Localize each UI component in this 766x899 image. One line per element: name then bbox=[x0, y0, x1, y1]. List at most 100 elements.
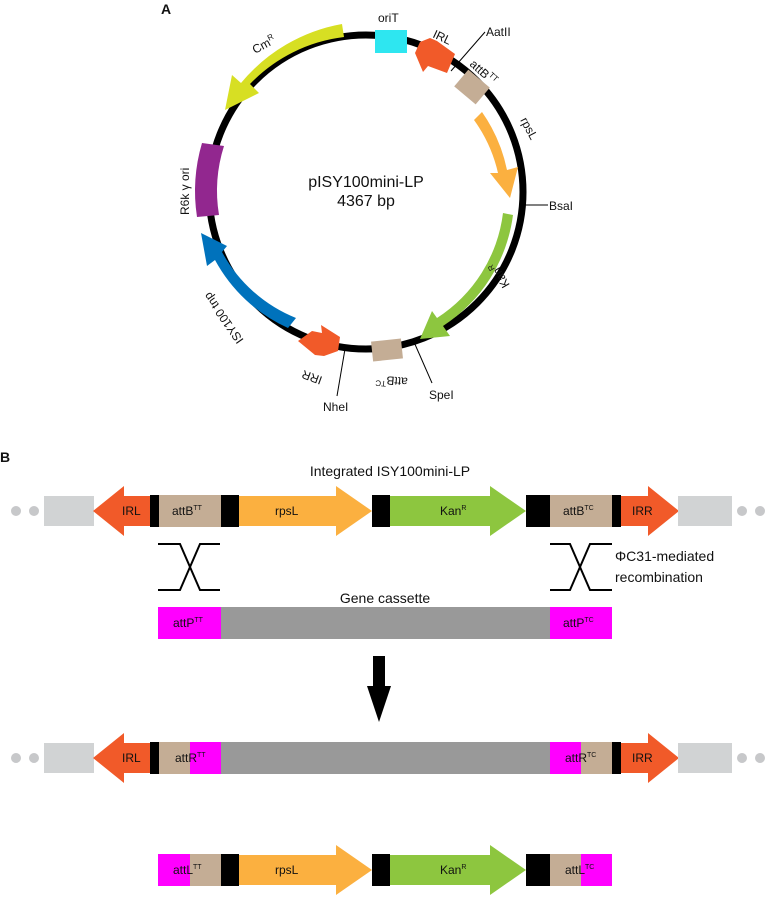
integrated-title: Integrated ISY100mini-LP bbox=[310, 463, 470, 479]
black-bar bbox=[612, 495, 621, 527]
irr-arrow bbox=[621, 733, 679, 783]
dot bbox=[755, 753, 765, 763]
attbtc-box bbox=[550, 495, 612, 527]
genome-left bbox=[44, 743, 94, 773]
black-bar bbox=[372, 854, 390, 886]
dot bbox=[737, 506, 747, 516]
dot bbox=[29, 753, 39, 763]
genome-right bbox=[678, 743, 732, 773]
kan-arrow bbox=[420, 213, 513, 339]
plasmid-name: pISY100mini-LP bbox=[308, 174, 424, 191]
black-bar bbox=[221, 495, 239, 527]
irr-text: IRR bbox=[632, 504, 653, 518]
rpsl-arrow bbox=[239, 845, 372, 895]
tnp-label: ISY100 tnp bbox=[201, 289, 247, 346]
crossover-right bbox=[550, 543, 612, 591]
irr-label-a: IRR bbox=[300, 367, 325, 387]
attrtt-tan bbox=[159, 742, 190, 774]
kan-text: KanR bbox=[440, 863, 466, 877]
attrtc-text: attRTC bbox=[565, 751, 596, 765]
cassette-bar bbox=[221, 607, 550, 639]
nhei-line bbox=[336, 348, 346, 397]
nhei-label: NheI bbox=[323, 400, 348, 414]
dot bbox=[11, 753, 21, 763]
panel-a-label: A bbox=[161, 1, 171, 17]
dot bbox=[11, 506, 21, 516]
attltc-tan bbox=[550, 854, 581, 886]
tnp-arrow bbox=[201, 233, 296, 328]
aatii-line bbox=[450, 31, 486, 72]
genome-right bbox=[678, 496, 732, 526]
irl-arrow bbox=[93, 733, 152, 783]
dot bbox=[29, 506, 39, 516]
black-bar bbox=[221, 854, 239, 886]
irr-arrow bbox=[621, 486, 679, 536]
black-bar bbox=[526, 495, 550, 527]
bsai-label: BsaI bbox=[549, 199, 573, 213]
attbtc-box bbox=[371, 338, 403, 362]
black-bar bbox=[526, 854, 550, 886]
rpsl-label-a: rpsL bbox=[517, 115, 540, 142]
recomb-line1: ΦC31-mediated bbox=[615, 548, 714, 564]
plasmid-size: 4367 bp bbox=[337, 193, 395, 210]
r6k-label: R6k γ ori bbox=[178, 168, 192, 215]
irl-text: IRL bbox=[122, 751, 141, 765]
attltc-mag bbox=[581, 854, 612, 886]
spei-label: SpeI bbox=[429, 388, 454, 402]
panel-b-label: B bbox=[0, 449, 10, 465]
attrtt-text: attRTT bbox=[175, 751, 206, 765]
attbtt-box bbox=[454, 69, 490, 105]
attptt-text: attPTT bbox=[173, 616, 204, 630]
kan-text: KanR bbox=[440, 504, 466, 518]
row-excised: attLTT rpsL KanR attLTC bbox=[158, 845, 612, 895]
plasmid-map: CmR oriT IRL attBTT rpsL KanR attBTC IRR… bbox=[178, 11, 573, 414]
aatii-label: AatII bbox=[486, 25, 511, 39]
attrtc-mag bbox=[550, 742, 581, 774]
spei-line bbox=[413, 341, 433, 384]
irl-arrow-a bbox=[415, 38, 455, 73]
irr-text: IRR bbox=[632, 751, 653, 765]
r6k-box bbox=[195, 143, 224, 217]
genome-left bbox=[44, 496, 94, 526]
dot bbox=[755, 506, 765, 516]
cassette-bar bbox=[221, 742, 550, 774]
rpsl-arrow bbox=[474, 112, 518, 198]
rpsl-text: rpsL bbox=[275, 863, 299, 877]
kan-arrow bbox=[390, 845, 526, 895]
attptt-box bbox=[158, 607, 221, 639]
down-arrow bbox=[367, 656, 391, 722]
attbtc-label-a: attBTC bbox=[375, 372, 408, 390]
attltt-text: attLTT bbox=[173, 863, 202, 877]
dot bbox=[737, 753, 747, 763]
attptc-box bbox=[550, 607, 612, 639]
rpsl-text: rpsL bbox=[275, 504, 299, 518]
cm-arrow bbox=[225, 24, 344, 110]
irl-text: IRL bbox=[122, 504, 141, 518]
attltc-text: attLTC bbox=[565, 863, 594, 877]
attbtt-box bbox=[159, 495, 221, 527]
attrtt-mag bbox=[190, 742, 221, 774]
gene-cassette-title: Gene cassette bbox=[340, 590, 430, 606]
attrtc-tan bbox=[581, 742, 612, 774]
black-bar bbox=[612, 742, 621, 774]
crossover-left bbox=[158, 543, 220, 591]
attptc-text: attPTC bbox=[563, 616, 594, 630]
rpsl-arrow bbox=[239, 486, 372, 536]
black-bar bbox=[150, 495, 159, 527]
kan-arrow bbox=[390, 486, 526, 536]
attltt-mag bbox=[158, 854, 190, 886]
attbtt-text: attBTT bbox=[172, 504, 203, 518]
recomb-line2: recombination bbox=[615, 569, 703, 585]
irl-arrow bbox=[93, 486, 152, 536]
orit-box bbox=[375, 30, 407, 53]
black-bar bbox=[150, 742, 159, 774]
attltt-tan bbox=[190, 854, 221, 886]
irr-arrow-a bbox=[298, 325, 340, 356]
black-bar bbox=[372, 495, 390, 527]
row-cassette: attPTT attPTC bbox=[158, 607, 612, 639]
attbtc-text: attBTC bbox=[563, 504, 594, 518]
row-integrated: IRL attBTT rpsL KanR attBTC IRR bbox=[11, 486, 765, 536]
orit-label: oriT bbox=[378, 11, 399, 25]
row-result: IRL attRTT attRTC IRR bbox=[11, 733, 765, 783]
